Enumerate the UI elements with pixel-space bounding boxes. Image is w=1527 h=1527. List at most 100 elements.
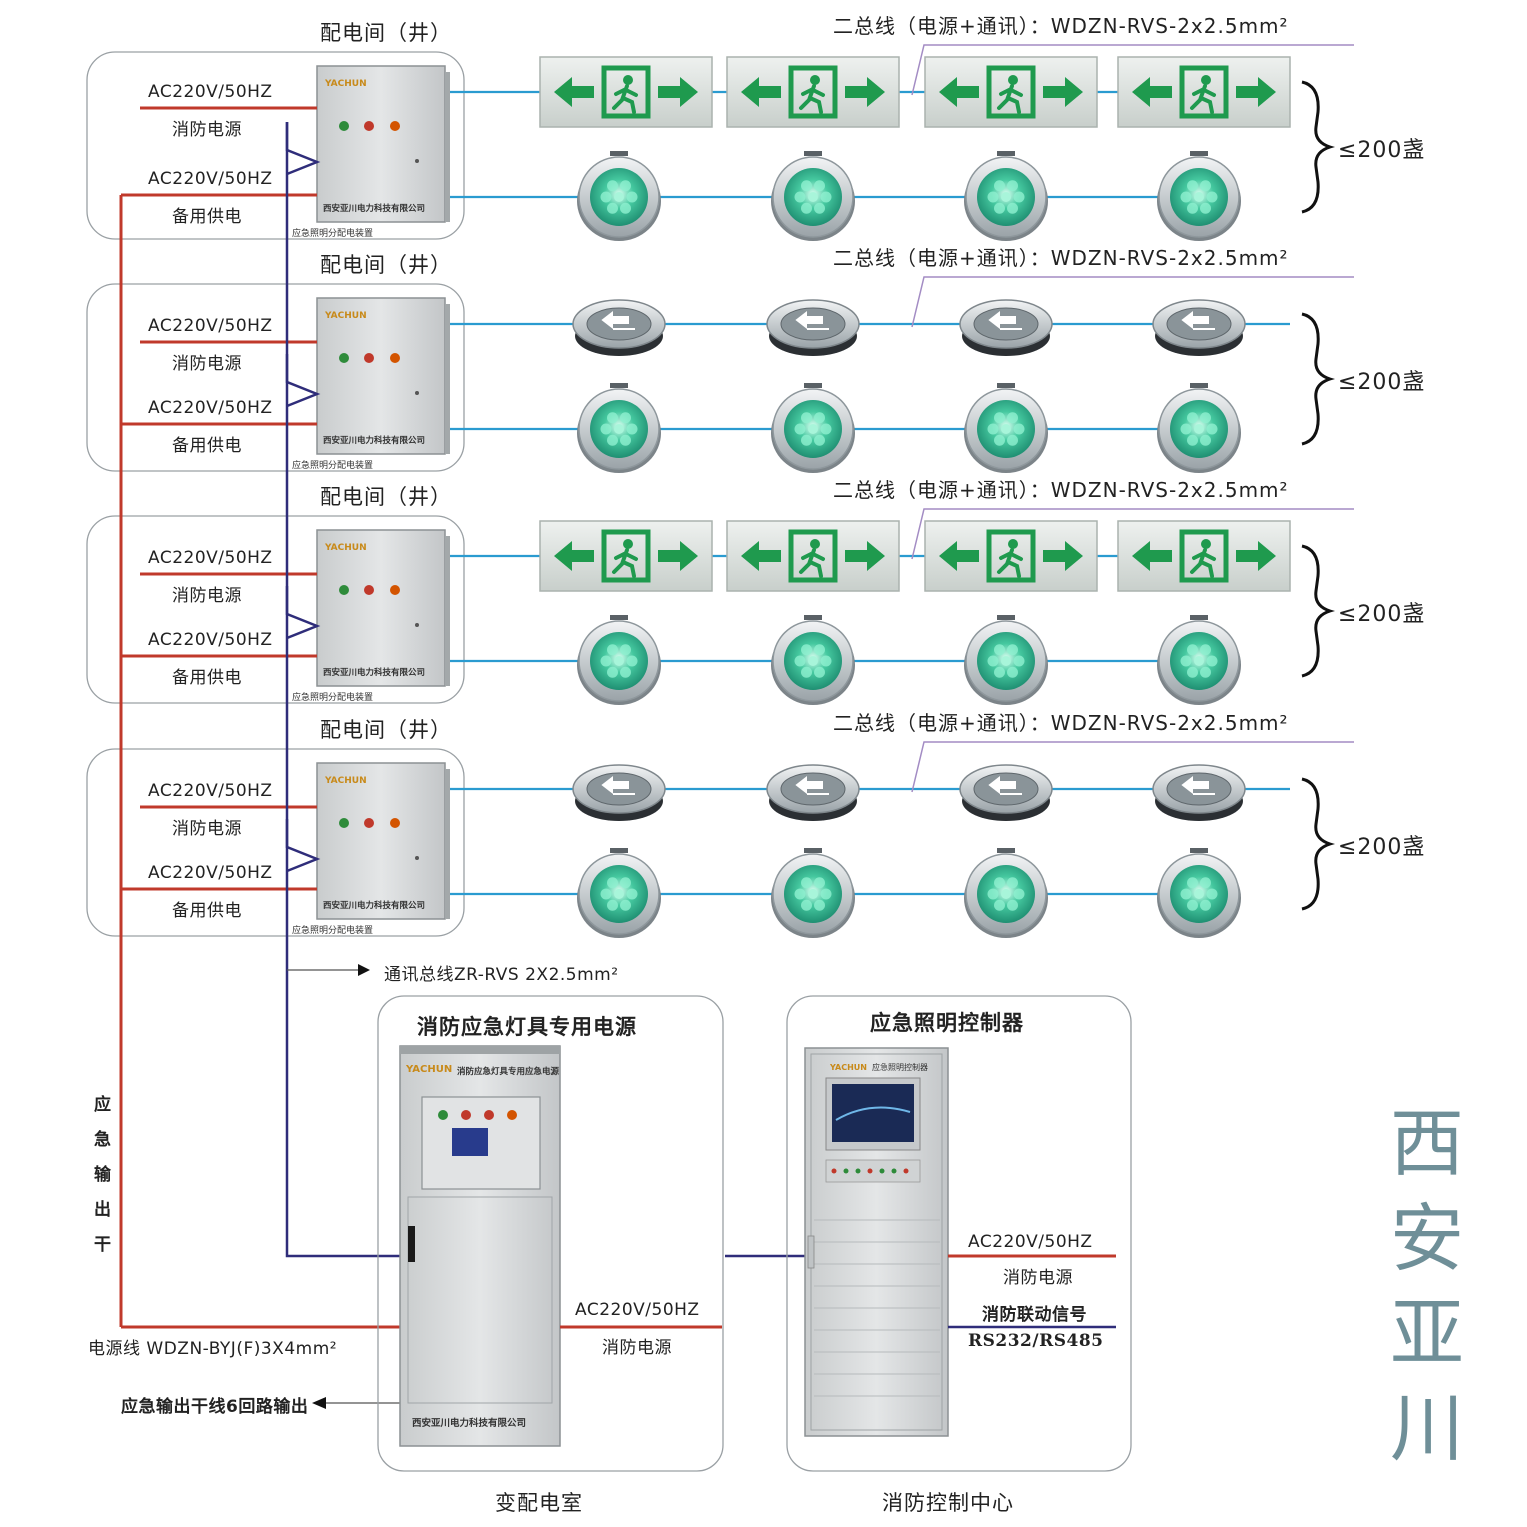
arrow-left-icon: [601, 310, 635, 330]
led-dot: [1187, 644, 1198, 656]
arrow-left-icon: [795, 775, 829, 795]
floor-arrow-light: [766, 299, 860, 356]
box-caption: 应急照明分配电装置: [292, 461, 374, 471]
emergency-lamp: [964, 615, 1048, 705]
running-man-icon: [799, 548, 825, 578]
controller-power-label: 消防电源: [1003, 1268, 1073, 1288]
lamp-clip: [610, 848, 628, 853]
led-dot: [801, 644, 812, 656]
led-dot: [994, 877, 1005, 889]
arrow-left-icon: [554, 541, 594, 571]
led-dot: [1194, 889, 1204, 899]
running-man-head: [810, 75, 820, 85]
fire-power-label: 消防电源: [172, 586, 242, 606]
box-lock-icon: [415, 623, 419, 627]
arrow-left-icon: [1181, 775, 1215, 795]
exit-door-icon: [1179, 529, 1229, 583]
led-dot: [614, 192, 624, 202]
running-man-head: [1201, 539, 1211, 549]
indicator-red-icon: [364, 121, 374, 131]
indicator-light-icon: [843, 1168, 849, 1174]
led-dot: [814, 202, 825, 214]
exit-sign: [1117, 56, 1291, 128]
led-dot: [814, 180, 825, 192]
indicator-light-icon: [507, 1110, 517, 1120]
led-dot: [620, 666, 631, 678]
exit-door-icon: [788, 529, 838, 583]
led-dot: [626, 655, 638, 667]
lamp-clip: [997, 615, 1015, 620]
led-dot: [600, 888, 612, 900]
emergency-lamp: [964, 151, 1048, 241]
arrow-right-icon: [845, 541, 885, 571]
led-dot: [620, 877, 631, 889]
led-dot: [794, 655, 806, 667]
arrow-right-icon: [1236, 77, 1276, 107]
indicator-light-icon: [855, 1168, 861, 1174]
led-dot: [607, 899, 618, 911]
led-dot: [614, 656, 624, 666]
led-dot: [801, 202, 812, 214]
emergency-lamp: [1157, 848, 1241, 938]
led-dot: [814, 644, 825, 656]
substation-frame: [377, 995, 724, 1472]
led-dot: [808, 424, 818, 434]
controller-title: 应急照明控制器: [870, 1011, 1024, 1035]
arrow-right-icon: [1236, 541, 1276, 571]
monitor-screen: [832, 1084, 914, 1142]
led-dot: [994, 412, 1005, 424]
led-dot: [814, 434, 825, 446]
control-center-frame: [786, 995, 1132, 1472]
exit-sign: [539, 520, 713, 592]
led-dot: [607, 644, 618, 656]
emergency-lamp: [1157, 383, 1241, 473]
indicator-green-icon: [339, 818, 349, 828]
arrow-left-icon: [988, 310, 1022, 330]
fire-power-voltage: AC220V/50HZ: [148, 316, 273, 336]
led-dot: [794, 191, 806, 203]
comm-bus-label: 通讯总线ZR-RVS 2X2.5mm²: [384, 965, 619, 985]
indicator-orange-icon: [390, 121, 400, 131]
emergency-lamp: [1157, 615, 1241, 705]
led-dot: [1200, 899, 1211, 911]
bus-cable-label: 二总线（电源+通讯）：WDZN-RVS-2x2.5mm²: [833, 246, 1289, 270]
box-lock-icon: [415, 391, 419, 395]
led-dot: [607, 877, 618, 889]
led-dot: [600, 423, 612, 435]
cabinet-company: 西安亚川电力科技有限公司: [412, 1418, 527, 1429]
exit-sign: [1117, 520, 1291, 592]
led-dot: [600, 655, 612, 667]
floor-arrow-light: [1152, 764, 1246, 821]
bus-cable-label: 二总线（电源+通讯）：WDZN-RVS-2x2.5mm²: [833, 478, 1289, 502]
led-dot: [1206, 655, 1218, 667]
output-trunk-label: 应急输出干线6回路输出: [121, 1397, 309, 1417]
floor-arrow-light: [766, 764, 860, 821]
led-dot: [794, 423, 806, 435]
running-man-head: [623, 539, 633, 549]
room-frame: [86, 515, 465, 704]
count-brace: [1301, 80, 1336, 214]
brand-character: 亚: [1390, 1291, 1464, 1377]
running-man-head: [810, 539, 820, 549]
arrow-right-icon: [1043, 541, 1083, 571]
led-dot: [1206, 191, 1218, 203]
floor-arrow-light: [959, 764, 1053, 821]
led-dot: [600, 191, 612, 203]
fire-power-voltage: AC220V/50HZ: [148, 548, 273, 568]
power-line-label: 电源线 WDZN-BYJ(F)3X4mm²: [88, 1339, 338, 1359]
comm-bus-zigzag: [285, 122, 321, 176]
arrow-left-icon: [741, 77, 781, 107]
led-dot: [607, 412, 618, 424]
led-dot: [994, 434, 1005, 446]
emergency-lamp: [771, 151, 855, 241]
led-dot: [1180, 191, 1192, 203]
exit-sign: [726, 56, 900, 128]
backup-power-voltage: AC220V/50HZ: [148, 169, 273, 189]
led-dot: [820, 888, 832, 900]
arrow-left-icon: [988, 775, 1022, 795]
running-man-icon: [612, 84, 638, 114]
backup-power-voltage: AC220V/50HZ: [148, 398, 273, 418]
led-dot: [620, 180, 631, 192]
led-dot: [626, 888, 638, 900]
